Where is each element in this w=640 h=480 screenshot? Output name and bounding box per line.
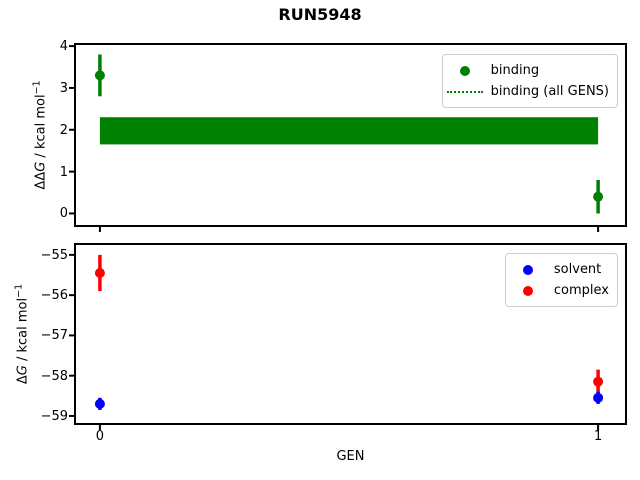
complex-marker-icon xyxy=(522,285,533,296)
complex-point xyxy=(593,376,604,387)
x-tick-label: 0 xyxy=(95,429,105,444)
axes-frame xyxy=(74,43,627,227)
legend-item-binding: binding xyxy=(447,60,609,81)
top-panel xyxy=(69,43,627,232)
complex-point xyxy=(94,267,105,278)
y-tick-label: −57 xyxy=(40,328,68,344)
legend-label: complex xyxy=(553,283,609,298)
y-tick-label: 2 xyxy=(59,122,68,138)
legend-label: binding xyxy=(490,63,540,78)
binding-point xyxy=(94,70,105,81)
x-axis-label: GEN xyxy=(336,449,365,464)
top-legend: binding binding (all GENS) xyxy=(441,54,618,108)
y-tick-label: −58 xyxy=(40,368,68,384)
axes-frame xyxy=(74,243,627,425)
legend-handle xyxy=(446,90,483,93)
y-tick-label: −55 xyxy=(40,247,68,263)
legend-item-binding-all-gens-: binding (all GENS) xyxy=(446,81,609,102)
bottom-panel xyxy=(69,243,627,430)
legend-handle xyxy=(510,264,546,275)
solvent-point xyxy=(94,398,105,409)
y-tick-label: 1 xyxy=(59,164,68,180)
figure-title: RUN5948 xyxy=(278,5,362,24)
binding-point xyxy=(593,191,604,202)
y-tick-label: 4 xyxy=(59,39,68,55)
x-tick-label: 1 xyxy=(593,429,603,444)
legend-label: binding (all GENS) xyxy=(490,84,609,99)
legend-handle xyxy=(447,65,483,76)
solvent-point xyxy=(593,392,604,403)
y-tick-label: −56 xyxy=(40,288,68,304)
y-tick-label: 3 xyxy=(59,80,68,96)
bottom-legend: solvent complex xyxy=(504,253,618,307)
legend-item-complex: complex xyxy=(510,280,609,301)
binding-marker-icon xyxy=(459,65,470,76)
band-binding-all-gens- xyxy=(99,117,599,145)
legend-item-solvent: solvent xyxy=(510,259,609,280)
y-tick-label: −59 xyxy=(40,408,68,424)
legend-label: solvent xyxy=(553,262,602,277)
dotted-line-icon xyxy=(446,90,483,93)
solvent-marker-icon xyxy=(522,264,533,275)
y-tick-label: 0 xyxy=(59,206,68,222)
legend-handle xyxy=(510,285,546,296)
